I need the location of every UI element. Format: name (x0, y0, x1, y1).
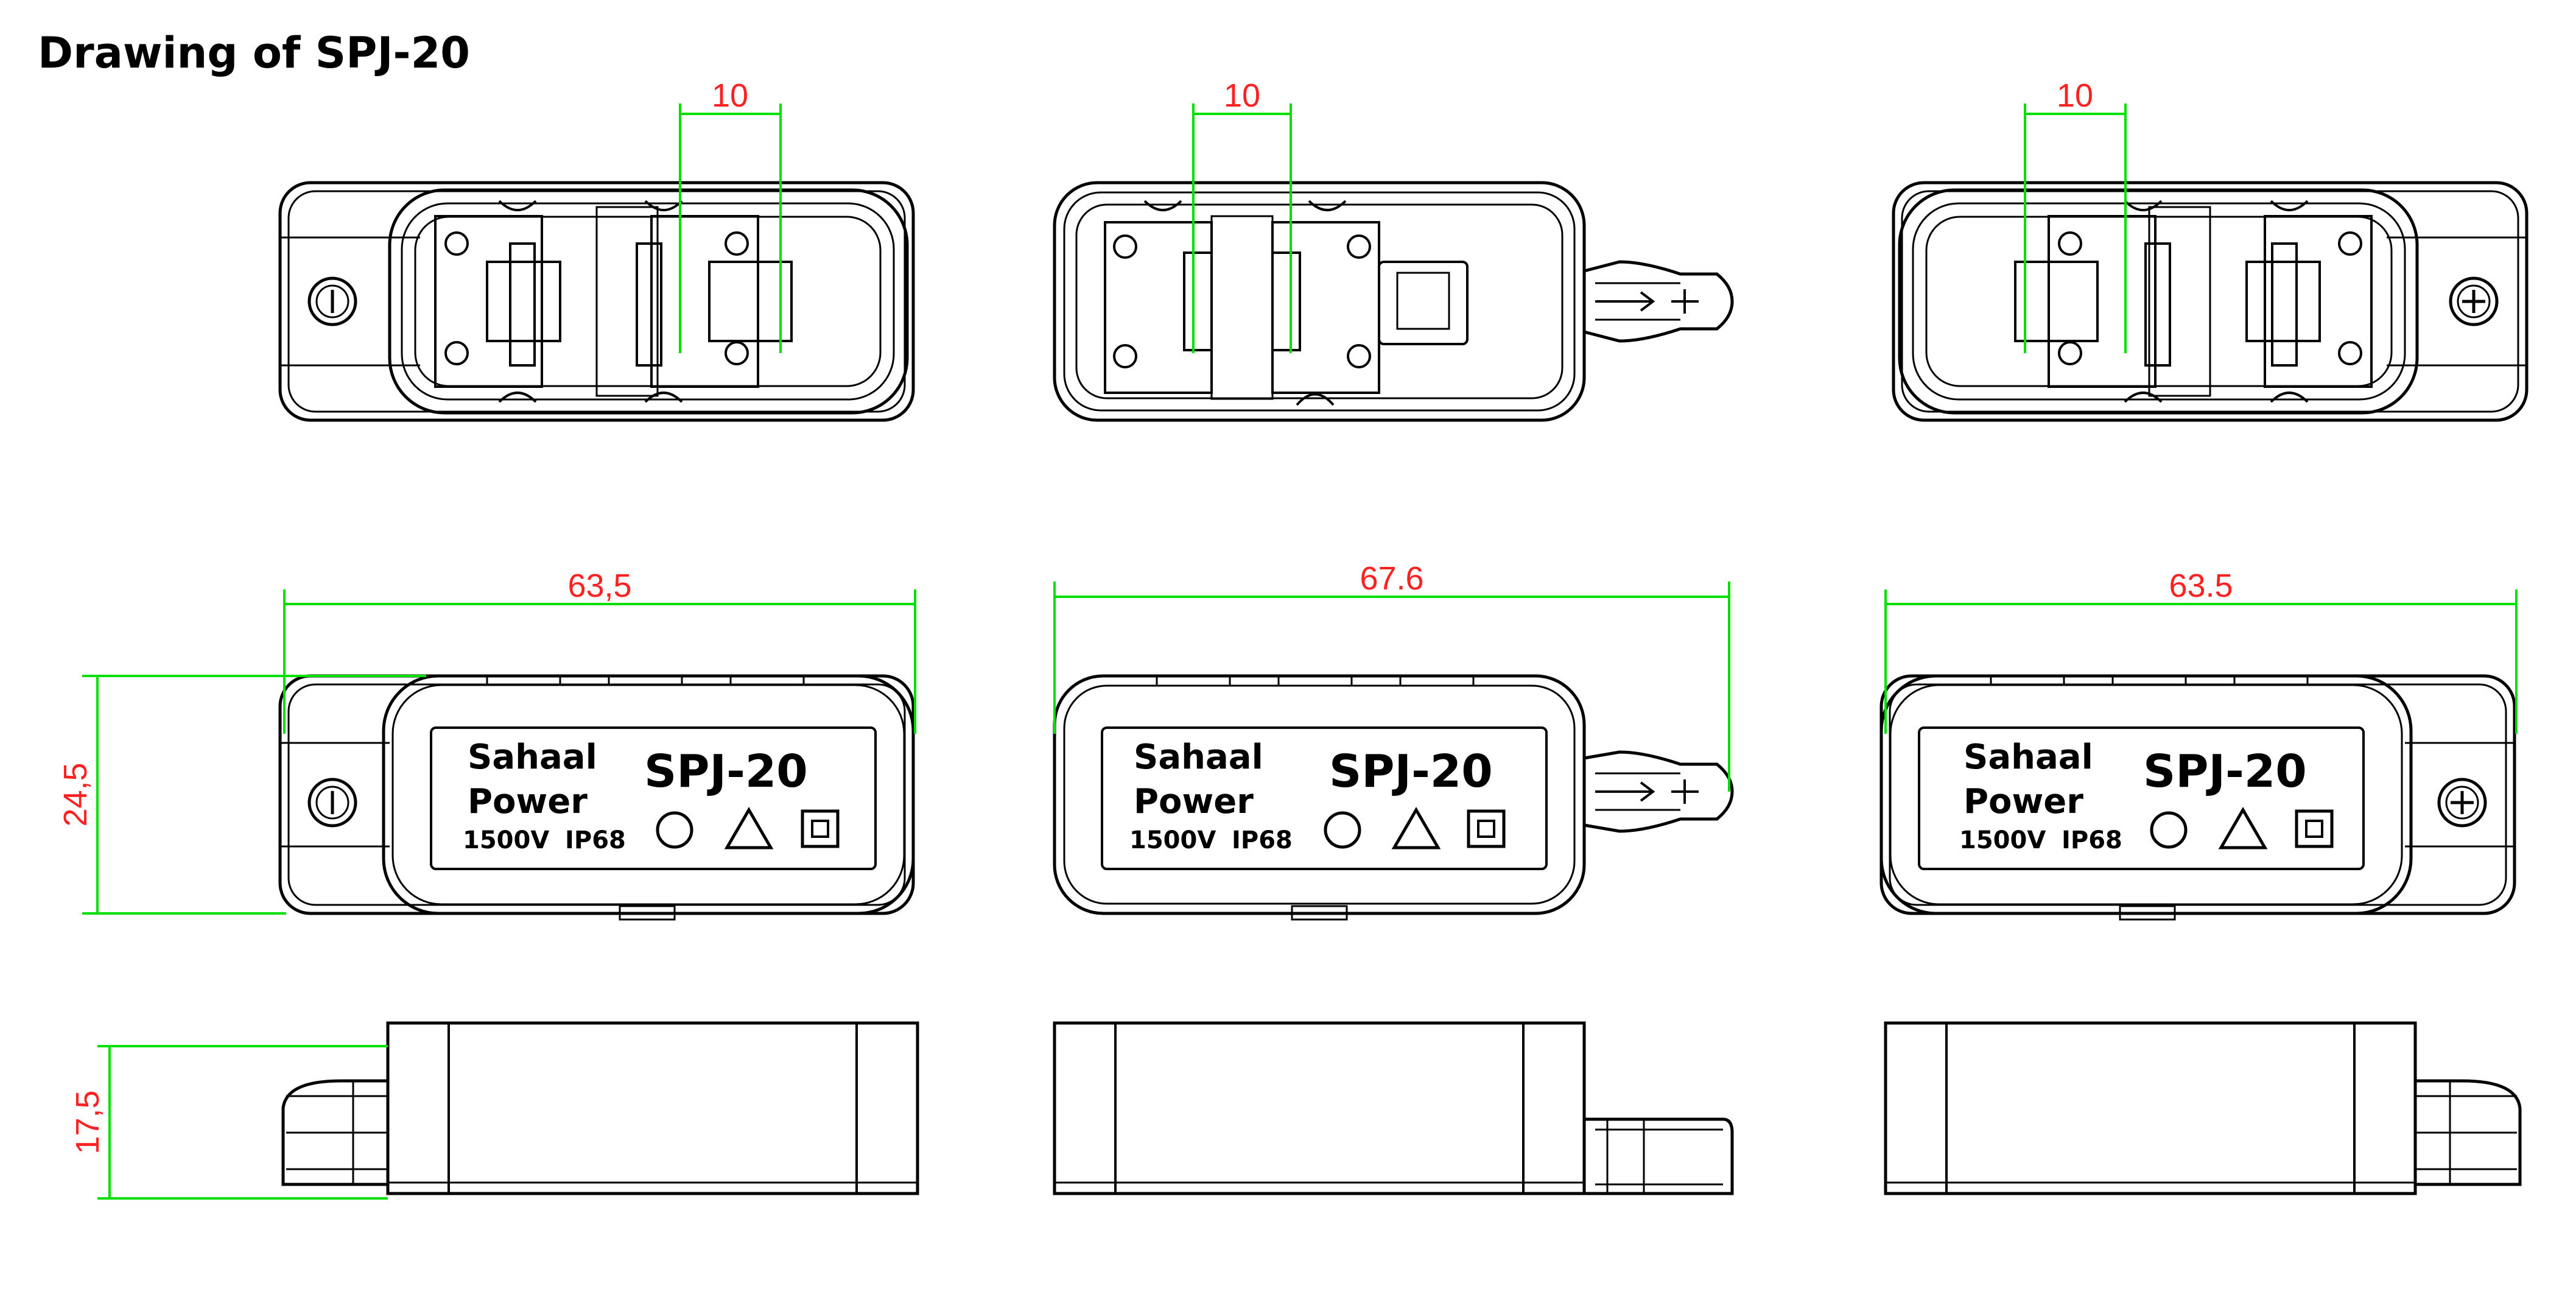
brand-line1: Sahaal (1134, 737, 1263, 777)
front-view-center: Sahaal Power SPJ-20 1500V IP68 67.6 (1053, 560, 1734, 921)
brand-line2: Power (1964, 782, 2083, 821)
width-dimension: 63.5 (2169, 568, 2233, 604)
top-view-right: 10 (1893, 77, 2527, 420)
warning-triangle-icon (1391, 807, 1441, 849)
pin-pitch-dimension: 10 (2057, 77, 2093, 114)
model-label: SPJ-20 (644, 745, 808, 798)
plus-terminal-icon (2449, 276, 2499, 326)
tuv-mark-icon (2150, 811, 2188, 849)
spec-rating: IP68 (2062, 826, 2122, 854)
spec-voltage: 1500V (1129, 826, 1216, 854)
side-height-dimension: 17,5 (69, 1090, 106, 1154)
minus-terminal-icon (307, 276, 357, 326)
side-view-left: 17,5 (69, 1023, 918, 1200)
brand-line2: Power (468, 782, 588, 821)
double-insulation-icon (2295, 809, 2334, 848)
pin-pitch-dimension: 10 (1224, 77, 1260, 114)
double-insulation-icon (801, 809, 840, 848)
positive-lead-icon (1584, 750, 1734, 833)
top-view-center: 10 (1053, 77, 1734, 422)
tuv-mark-icon (656, 811, 693, 849)
brand-line2: Power (1134, 782, 1254, 821)
positive-lead-icon (1584, 260, 1734, 343)
spec-rating: IP68 (565, 826, 626, 854)
tuv-mark-icon (1324, 811, 1361, 849)
brand-line1: Sahaal (468, 737, 597, 777)
product-label: Sahaal Power SPJ-20 1500V IP68 (463, 737, 840, 854)
warning-triangle-icon (724, 807, 774, 849)
width-dimension: 67.6 (1360, 560, 1423, 597)
spec-voltage: 1500V (1959, 826, 2046, 854)
warning-triangle-icon (2218, 807, 2268, 849)
height-dimension: 24,5 (57, 762, 94, 826)
model-label: SPJ-20 (1329, 745, 1493, 798)
pin-pitch-dimension: 10 (712, 77, 748, 114)
side-view-center (1055, 1023, 1734, 1195)
spec-voltage: 1500V (463, 826, 549, 854)
width-dimension: 63,5 (567, 568, 631, 604)
spec-rating: IP68 (1232, 826, 1293, 854)
plus-terminal-icon (2437, 778, 2487, 828)
double-insulation-icon (1467, 809, 1506, 848)
drawing-title: Drawing of SPJ-20 (38, 28, 470, 78)
minus-terminal-icon (307, 778, 357, 828)
front-view-right: Sahaal Power SPJ-20 1500V IP68 63.5 (1881, 568, 2518, 920)
front-view-left: Sahaal Power SPJ-20 1500V IP68 63,5 24,5 (57, 568, 916, 920)
brand-line1: Sahaal (1964, 737, 2093, 777)
top-view-left: 10 (280, 77, 913, 420)
model-label: SPJ-20 (2143, 745, 2307, 798)
side-view-right (1886, 1023, 2522, 1194)
